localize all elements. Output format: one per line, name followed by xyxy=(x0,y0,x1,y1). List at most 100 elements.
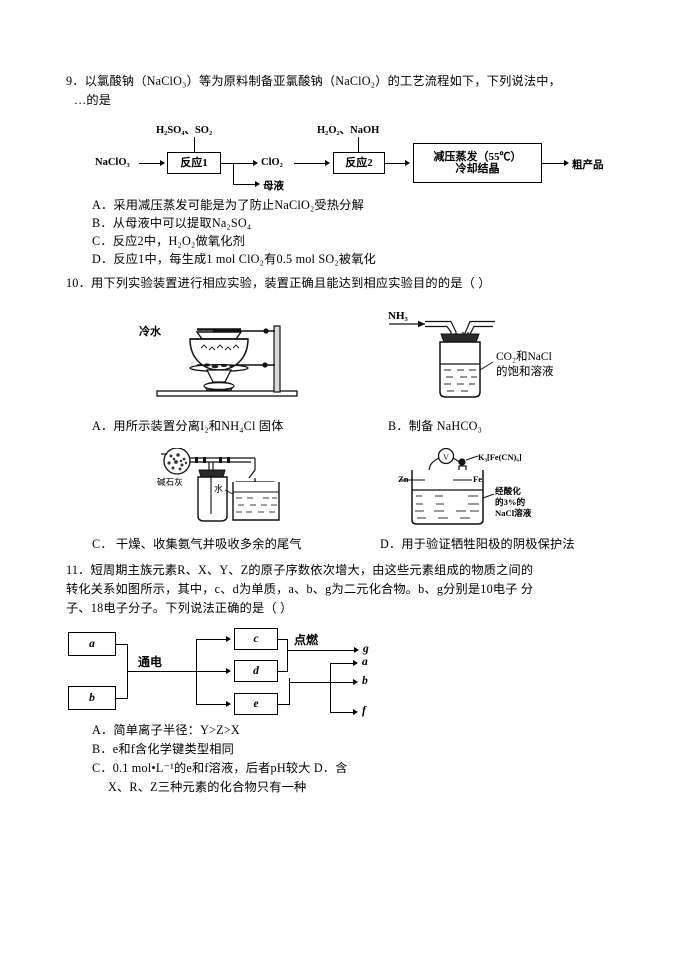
apparatus-d-zn-label: Zn xyxy=(398,474,409,484)
flow9-input-line xyxy=(139,163,161,165)
question-9-stem-line1: 9．以氯酸钠（NaClO₃）等为原料制备亚氯酸钠（NaClO₂）的工艺流程如下，… xyxy=(66,74,562,88)
flow9-reagent-2-line xyxy=(358,137,360,153)
flow9-input-label: NaClO₃ xyxy=(95,157,130,168)
flow11-out-b: b xyxy=(362,675,368,687)
flow9-branch-vline xyxy=(233,163,235,185)
apparatus-d-solution-line1: 经酸化 xyxy=(495,486,521,496)
apparatus-c-svg xyxy=(161,447,280,522)
question-11-stem-line3: 子、18电子分子。下列说法正确的是（ ） xyxy=(66,601,293,615)
flow9-byproduct-label: 母液 xyxy=(263,181,284,192)
flow9-branch-arrow xyxy=(255,180,260,187)
question-9-stem-line2: …的是 xyxy=(74,93,112,107)
flow11-arrow-c xyxy=(226,635,231,642)
apparatus-a-svg xyxy=(156,325,298,397)
apparatus-b-diagram xyxy=(385,308,535,404)
apparatus-d-diagram: V xyxy=(398,447,613,528)
flow9-arrow-box2 xyxy=(325,159,330,166)
flow11-ignite-label: 点燃 xyxy=(294,633,319,647)
apparatus-d-solution-line2: 的3%的 xyxy=(495,497,526,507)
flowchart-q11: a b 通电 c d e 点燃 g xyxy=(68,628,388,728)
apparatus-b-solution-line2: 的饱和溶液 xyxy=(496,366,554,378)
flow11-process-label: 通电 xyxy=(138,655,163,669)
apparatus-d-indicator-label: K₃[Fe(CN)₆] xyxy=(478,453,522,462)
question-9-option-b: B．从母液中可以提取Na₂SO₄ xyxy=(92,216,252,230)
flow11-arrow-out-f xyxy=(353,708,358,715)
apparatus-b-inlet-label: NH₃ xyxy=(388,310,408,322)
flow11-line-e-right xyxy=(278,704,290,706)
svg-text:V: V xyxy=(443,453,449,462)
flow11-line-de-out xyxy=(289,682,331,684)
flow11-line-c-right xyxy=(278,639,288,641)
flow11-de-join-vline xyxy=(289,678,291,705)
flow9-line-clo2-box2 xyxy=(294,163,327,165)
apparatus-a-cold-water-label: 冷水 xyxy=(139,326,161,338)
question-11-stem: 11．短周期主族元素R、X、Y、Z的原子序数依次增大，由这些元素组成的物质之间的… xyxy=(66,561,626,618)
question-10-option-d: D．用于验证牺牲阳极的阴极保护法 xyxy=(380,537,575,551)
apparatus-c-diagram xyxy=(155,447,340,526)
flow11-cd-join-vline xyxy=(287,639,289,672)
question-11-stem-line2: 转化关系如图所示，其中，c、d为单质，a、b、g为二元化合物。b、g分别是10电… xyxy=(66,582,534,596)
question-11-option-c: C．0.1 mol•L⁻¹的e和f溶液，后者pH较大 D．含 xyxy=(92,761,348,775)
apparatus-d-fe-label: Fe xyxy=(473,474,483,484)
flow9-output-label: 粗产品 xyxy=(572,160,604,171)
flow9-box-3: 减压蒸发（55℃） 冷却结晶 xyxy=(413,143,542,183)
flow11-out-a: a xyxy=(362,656,368,668)
flow11-arrow-e xyxy=(226,700,231,707)
flow11-line-ignite xyxy=(287,650,356,652)
flow11-arrow-out-b xyxy=(353,678,358,685)
question-9-option-a: A．采用减压蒸发可能是为了防止NaClO₂受热分解 xyxy=(92,198,364,212)
flow9-line-box2-box3 xyxy=(385,163,407,165)
question-9-stem: 9．以氯酸钠（NaClO₃）等为原料制备亚氯酸钠（NaClO₂）的工艺流程如下，… xyxy=(66,72,626,110)
flow11-line-out-b xyxy=(330,682,354,684)
flow9-box-3-line1: 减压蒸发（55℃） xyxy=(433,151,522,163)
flowchart-q9: H₂SO₄、SO₂ NaClO₃ 反应1 ClO₂ 母液 H₂O₂、NaOH 反… xyxy=(95,122,615,194)
flow9-intermediate-label: ClO₂ xyxy=(261,157,283,168)
flow11-arrow-g xyxy=(354,646,359,653)
flow11-trunk-line xyxy=(127,671,197,673)
flow11-box-d: d xyxy=(234,660,278,682)
flow11-arrow-d xyxy=(226,667,231,674)
apparatus-c-drying-agent-label: 碱石灰 xyxy=(157,477,183,487)
flow9-arrow-clo2 xyxy=(253,159,258,166)
flow11-line-b-out xyxy=(116,698,128,700)
flow9-line-output xyxy=(542,163,566,165)
apparatus-b-solution-line1: CO₂和NaCl xyxy=(496,351,552,363)
flow9-arrow-output xyxy=(564,159,569,166)
question-9-option-c: C．反应2中，H₂O₂做氧化剂 xyxy=(92,234,246,248)
question-10-option-b: B．制备 NaHCO₃ xyxy=(388,419,483,433)
question-10-stem: 10．用下列实验装置进行相应实验，装置正确且能达到相应实验目的的是（ ） xyxy=(66,276,491,290)
flow9-box-1: 反应1 xyxy=(167,152,221,174)
question-10-option-c: C． 干燥、收集氨气并吸收多余的尾气 xyxy=(92,537,302,551)
flow11-arrow-out-a xyxy=(353,659,358,666)
flow9-box-3-line2: 冷却结晶 xyxy=(455,163,500,175)
flow11-out-g: g xyxy=(363,643,369,655)
flow11-line-to-d xyxy=(196,671,228,673)
flow9-input-arrow xyxy=(160,159,165,166)
question-10-option-a: A．用所示装置分离I₂和NH₄Cl 固体 xyxy=(92,419,284,433)
apparatus-b-svg xyxy=(389,320,495,398)
flow11-line-out-a xyxy=(330,663,354,665)
flow9-line-box1-clo2 xyxy=(221,163,255,165)
question-11-option-d-cont: X、R、Z三种元素的化合物只有一种 xyxy=(108,780,307,794)
flow11-box-c: c xyxy=(234,628,278,650)
apparatus-a-diagram xyxy=(135,308,335,404)
flow11-line-a-out xyxy=(116,644,128,646)
flow11-line-to-c xyxy=(196,639,228,641)
question-11-option-b: B．e和f含化学键类型相同 xyxy=(92,742,235,756)
flow11-out-split-vline xyxy=(330,663,332,713)
flow9-reagent-1-line xyxy=(194,137,196,153)
question-11-option-a: A．简单离子半径：Y>Z>X xyxy=(92,723,240,737)
apparatus-d-solution-line3: NaCl溶液 xyxy=(495,508,532,518)
flow11-box-a: a xyxy=(68,632,116,656)
apparatus-c-water-label: 水 xyxy=(214,484,224,494)
flow9-arrow-box3 xyxy=(405,159,410,166)
flow11-line-to-e xyxy=(196,704,228,706)
flow11-box-b: b xyxy=(68,686,116,710)
flow9-reagent-1-label: H₂SO₄、SO₂ xyxy=(156,125,213,136)
flow9-box-2: 反应2 xyxy=(333,152,385,174)
flow11-line-out-f xyxy=(330,712,354,714)
question-9-option-d: D．反应1中，每生成1 mol ClO₂有0.5 mol SO₂被氧化 xyxy=(92,252,376,266)
flow9-branch-hline xyxy=(233,184,257,186)
flow11-out-f: f xyxy=(362,705,366,717)
